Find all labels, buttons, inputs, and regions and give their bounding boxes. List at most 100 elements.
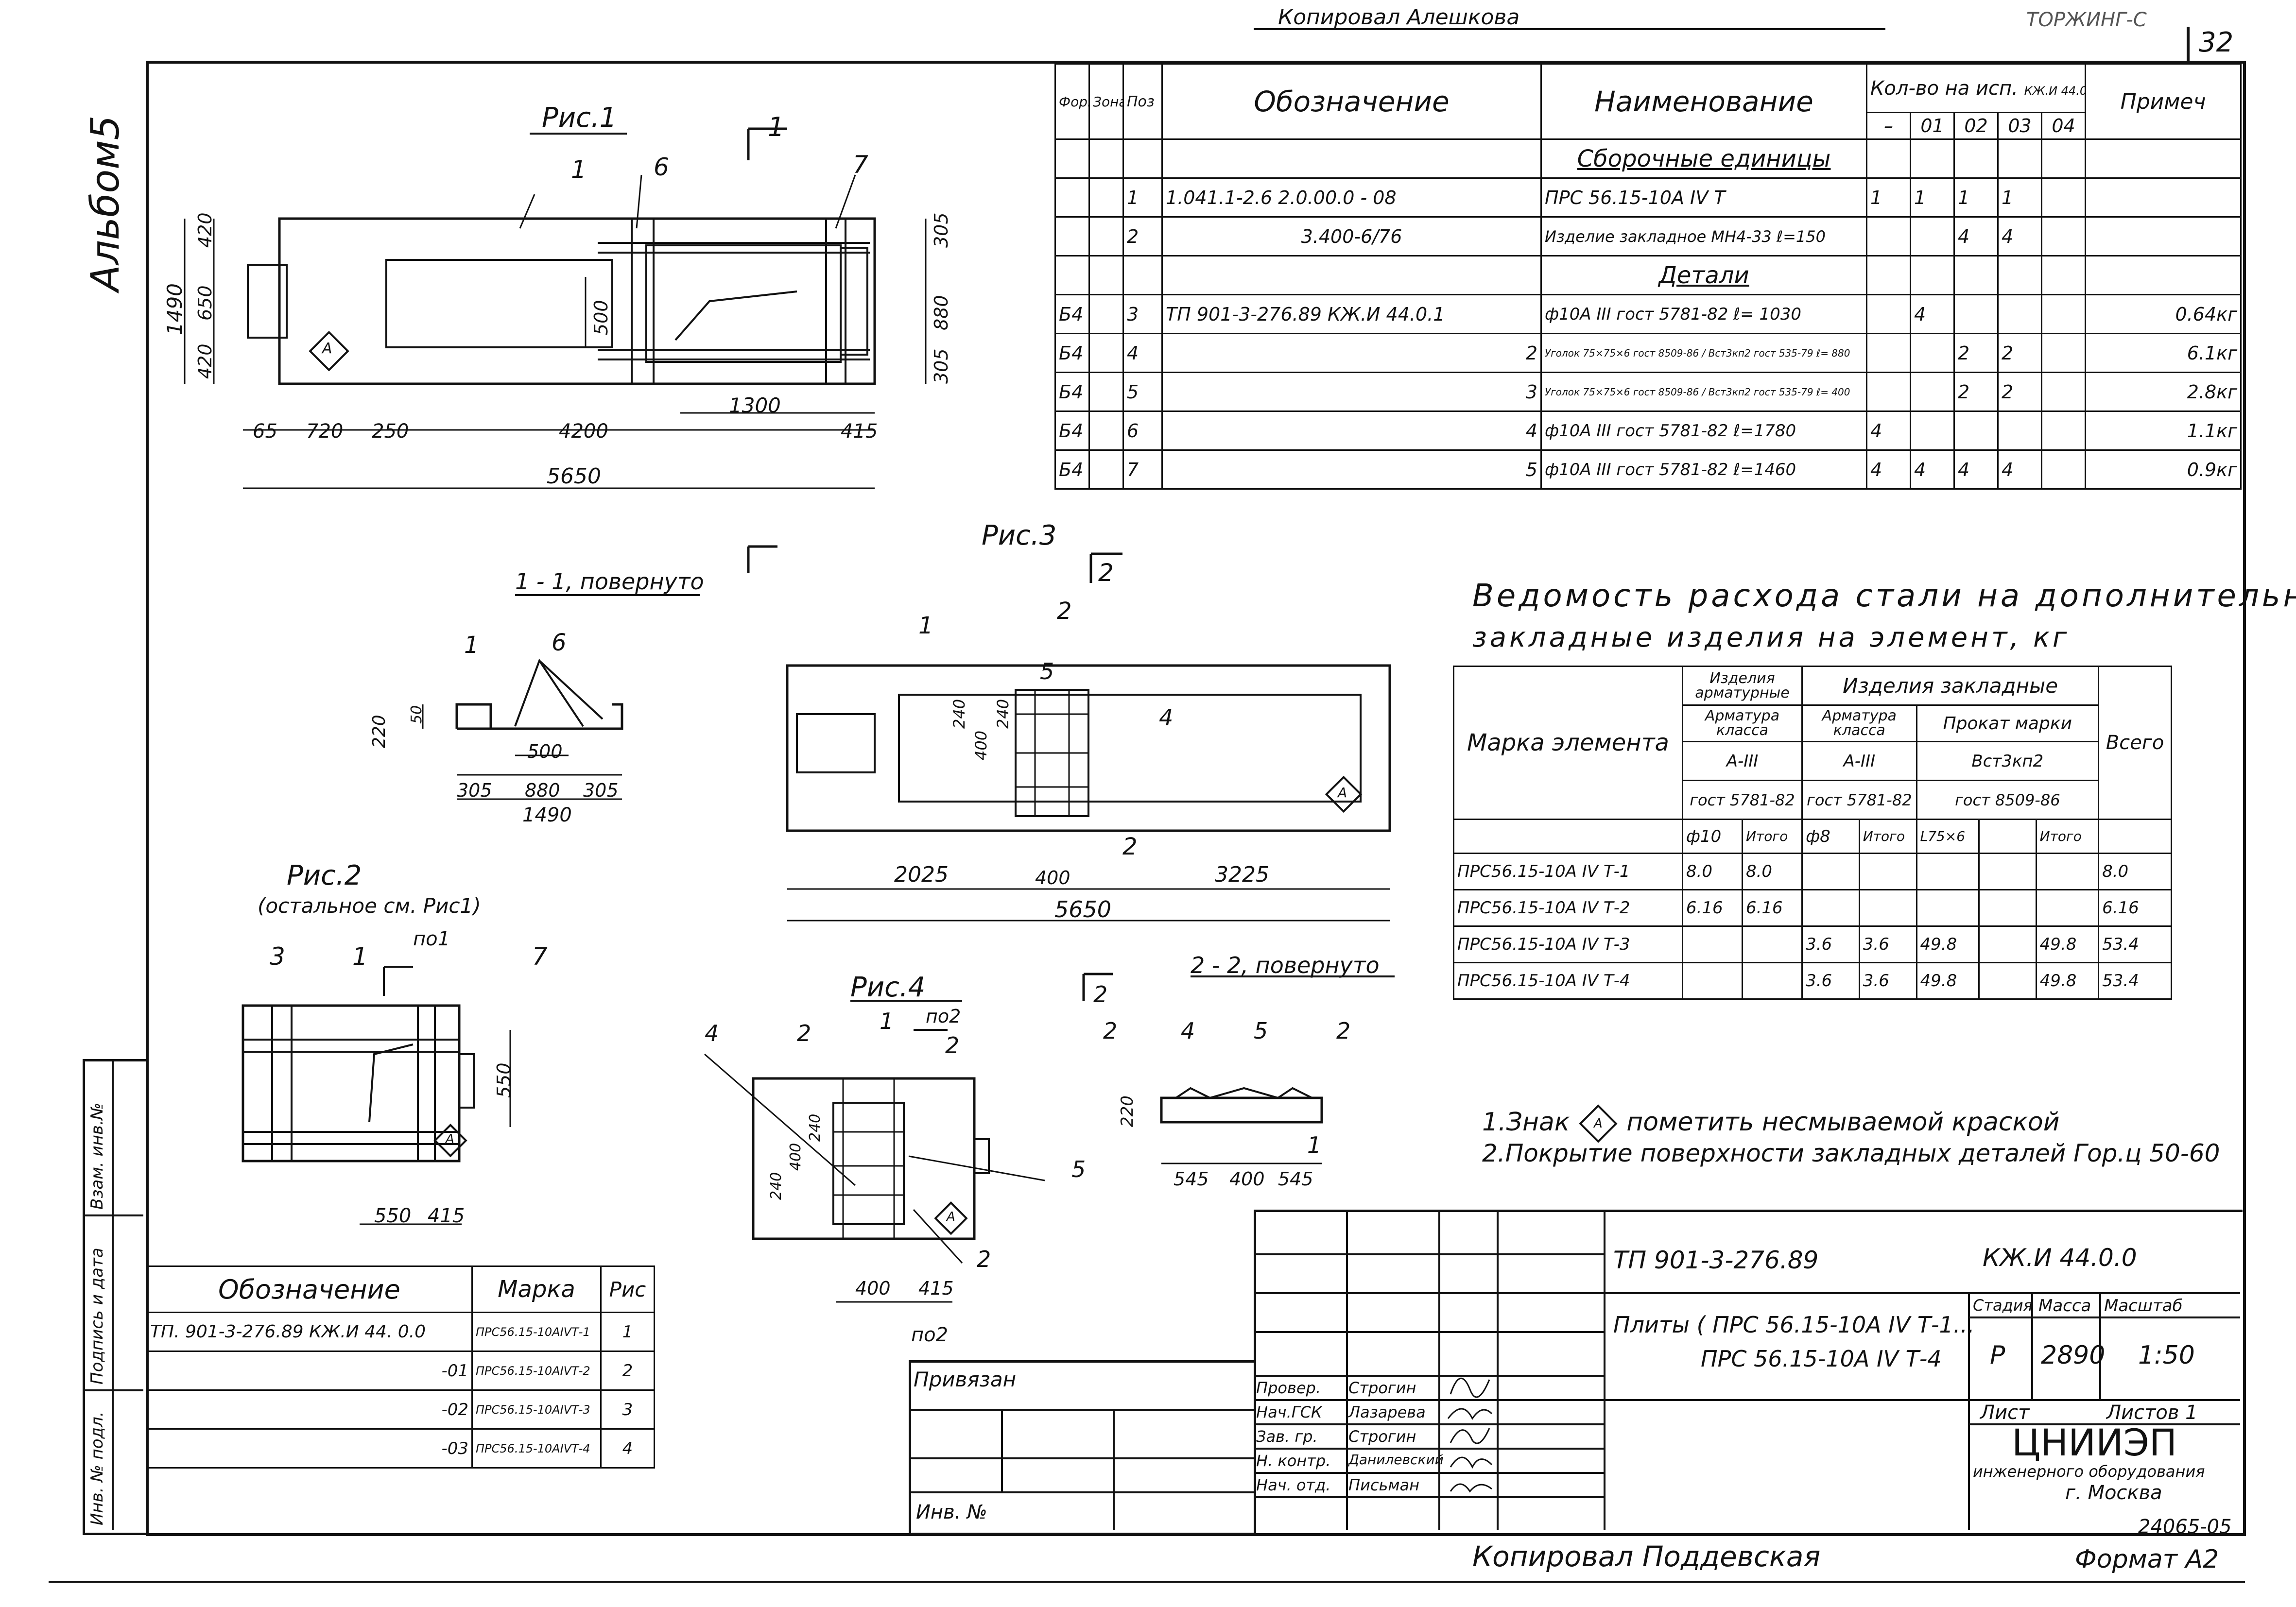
steel-h-mark: Марка элемента xyxy=(1453,666,1683,820)
fig1-callout-1: 1 xyxy=(571,155,587,184)
steel-r1-v1: 6.16 xyxy=(1741,889,1803,927)
steel-r3-v3: 3.6 xyxy=(1858,962,1917,1000)
sec22-section-mark: 2 xyxy=(1093,981,1108,1008)
marks-h-mark: Марка xyxy=(471,1265,602,1313)
footer-copied: Копировал Поддевская xyxy=(1472,1540,1821,1573)
tb-h2 xyxy=(1254,1292,2240,1294)
tb-h5 xyxy=(1254,1399,2240,1401)
spec-r2-q3 xyxy=(1997,294,2042,334)
spec-r2-q4 xyxy=(2040,294,2087,334)
fig1-dim-4200: 4200 xyxy=(559,420,608,443)
note-mark-letter: А xyxy=(1593,1116,1603,1131)
fig4-title: Рис.4 xyxy=(850,972,926,1003)
tb-h-mass: Масса xyxy=(2038,1296,2091,1316)
steel-h-arm: Изделия арматурные xyxy=(1681,666,1803,706)
binding-grid xyxy=(909,1360,1256,1535)
spec-r1-q0 xyxy=(1866,216,1911,256)
tb-v1 xyxy=(1346,1210,1348,1530)
tb-h7 xyxy=(1254,1448,1604,1450)
steel-h-l75: L75×6 xyxy=(1916,819,1980,854)
steel-r0-v1: 8.0 xyxy=(1741,853,1803,890)
table-row: ПРС56.15-10А IV Т-3 3.6 3.6 49.8 49.8 53… xyxy=(1453,925,2172,963)
fig2-callout-7: 7 xyxy=(532,942,548,971)
steel-r1-v2 xyxy=(1801,889,1860,927)
top-underline xyxy=(1254,28,1885,30)
spec-r0-designation: 1.041.1-2.6 2.0.00.0 - 08 xyxy=(1161,177,1542,218)
spec-r5-q2 xyxy=(1953,410,1999,451)
tb-org-3: г. Москва xyxy=(2065,1482,2162,1504)
steel-h-gost2: гост 5781-82 xyxy=(1801,780,1917,820)
steel-header-row2: Арматура класса Арматура класса Прокат м… xyxy=(1454,704,2172,742)
spec-r4-format: Б4 xyxy=(1054,372,1090,412)
fig4-callout-2a: 2 xyxy=(797,1020,811,1046)
bg-h3 xyxy=(909,1491,1254,1493)
tb-h10 xyxy=(1968,1316,2240,1318)
steel-r1-mark: ПРС56.15-10А IV Т-2 xyxy=(1453,889,1683,927)
spec-r1-q2: 4 xyxy=(1953,216,1999,256)
spec-r3-pos: 4 xyxy=(1122,333,1163,373)
tb-v5 xyxy=(1968,1292,1970,1530)
spec-r0-q2: 1 xyxy=(1953,177,1999,218)
fig2-pos-label: по1 xyxy=(413,928,450,950)
steel-h-total: Всего xyxy=(2098,666,2172,820)
sec11-dim-1490: 1490 xyxy=(522,804,572,826)
steel-r1-v6 xyxy=(2035,889,2100,927)
spec-r4-q2: 2 xyxy=(1953,372,1999,412)
spec-table: Формат Зона Поз Обозначение Наименование… xyxy=(1054,63,2242,490)
fig3-dim-400: 400 xyxy=(972,730,990,760)
fig2-drawing xyxy=(242,966,511,1225)
steel-r3-mark: ПРС56.15-10А IV Т-4 xyxy=(1453,962,1683,1000)
spec-r0-q4 xyxy=(2040,177,2087,218)
steel-r3-v6: 49.8 xyxy=(2035,962,2100,1000)
fig1-dim-250: 250 xyxy=(372,420,409,443)
spec-r0-name: ПРС 56.15-10А IV Т xyxy=(1540,177,1867,218)
steel-r1-v0: 6.16 xyxy=(1681,889,1743,927)
spec-h-pos: Поз xyxy=(1122,63,1163,140)
spec-h-zone: Зона xyxy=(1088,63,1124,140)
steel-r2-v2: 3.6 xyxy=(1801,925,1860,963)
steel-r0-mark: ПРС56.15-10А IV Т-1 xyxy=(1453,853,1683,890)
spec-r5-format: Б4 xyxy=(1054,410,1090,451)
spec-r5-q3 xyxy=(1997,410,2042,451)
fig2-dim-550h: 550 xyxy=(374,1205,412,1227)
bg-v2 xyxy=(1113,1409,1115,1530)
steel-h-arm-class: Арматура класса xyxy=(1681,704,1803,742)
fig1-drawing xyxy=(184,127,927,489)
fig1-dim-420b: 420 xyxy=(194,212,216,248)
spec-h-col0: – xyxy=(1866,112,1911,140)
fig3-dim-2025: 2025 xyxy=(894,862,949,887)
sec22-callout-5: 5 xyxy=(1254,1018,1268,1044)
side-stamp-sign: Подпись и дата xyxy=(87,1248,107,1385)
note-mark-icon: А xyxy=(1579,1104,1618,1143)
fig3-drawing xyxy=(747,545,1391,922)
spec-r1-q3: 4 xyxy=(1997,216,2042,256)
tb-h1 xyxy=(1254,1253,1604,1255)
copied-by-top: Копировал Алешкова xyxy=(1278,5,1520,30)
spec-r2-q0 xyxy=(1866,294,1911,334)
spec-h-qty-label: Кол-во на исп. xyxy=(1870,77,2018,100)
marks-h-desig: Обозначение xyxy=(146,1265,473,1313)
tb-code: КЖ.И 44.0.0 xyxy=(1983,1244,2137,1272)
tb-privyazan: Привязан xyxy=(914,1368,1017,1391)
fig3-callout-4: 4 xyxy=(1159,704,1174,731)
tb-inv-no: Инв. № xyxy=(916,1501,987,1523)
steel-r1-v3 xyxy=(1858,889,1917,927)
sec11-dim-880: 880 xyxy=(525,780,560,801)
fig1-dim-65: 65 xyxy=(253,420,277,443)
spec-r1-format xyxy=(1054,216,1090,256)
spec-r0-pos: 1 xyxy=(1122,177,1163,218)
fig3-dim-400h: 400 xyxy=(1035,867,1070,889)
spec-r4-q1 xyxy=(1910,372,1955,412)
spec-r3-q1 xyxy=(1910,333,1955,373)
spec-r6-q4 xyxy=(2040,449,2087,490)
fig3-callout-2top: 2 xyxy=(1057,598,1072,625)
marks-r1-desig: -01 xyxy=(146,1351,473,1391)
steel-h-gost3: гост 8509-86 xyxy=(1916,780,2100,820)
tb-role-2: Зав. гр. xyxy=(1256,1427,1318,1446)
tb-project: ТП 901-3-276.89 xyxy=(1613,1246,1819,1274)
steel-header-row5: ф10 Итого ф8 Итого L75×6 Итого xyxy=(1453,819,2172,854)
spec-r5-pos: 6 xyxy=(1122,410,1163,451)
spec-r2-note: 0.64кг xyxy=(2085,294,2242,334)
fig3-mark: А xyxy=(1338,785,1347,801)
steel-r2-v4: 49.8 xyxy=(1916,925,1980,963)
